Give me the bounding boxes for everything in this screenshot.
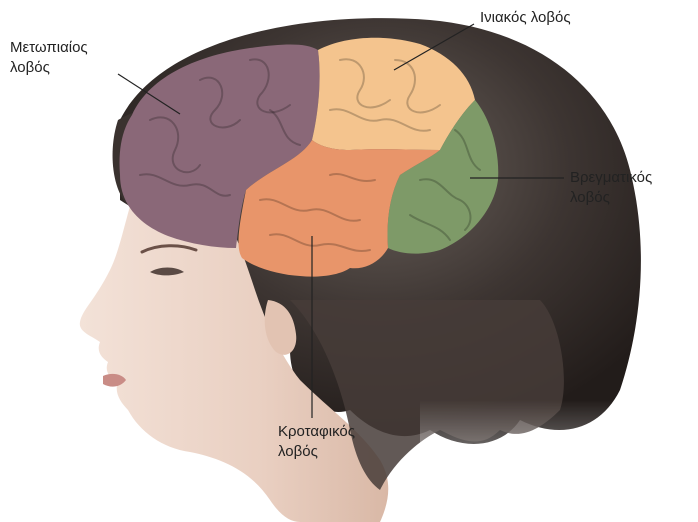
temporal-lobe-label: Κροταφικός λοβός: [278, 422, 355, 462]
temporal-lobe-label-line1: Κροταφικός: [278, 422, 355, 442]
parietal-lobe-label-line1: Βρεγματικός: [570, 168, 652, 188]
frontal-lobe-label: Μετωπιαίος λοβός: [10, 38, 88, 78]
temporal-lobe-label-line2: λοβός: [278, 442, 355, 462]
frontal-lobe-label-line2: λοβός: [10, 58, 88, 78]
frontal-lobe-label-line1: Μετωπιαίος: [10, 38, 88, 58]
parietal-lobe-label-line2: λοβός: [570, 188, 652, 208]
parietal-lobe-label: Βρεγματικός λοβός: [570, 168, 652, 208]
occipital-lobe-label-line1: Ινιακός λοβός: [480, 8, 571, 28]
occipital-lobe-label: Ινιακός λοβός: [480, 8, 571, 28]
